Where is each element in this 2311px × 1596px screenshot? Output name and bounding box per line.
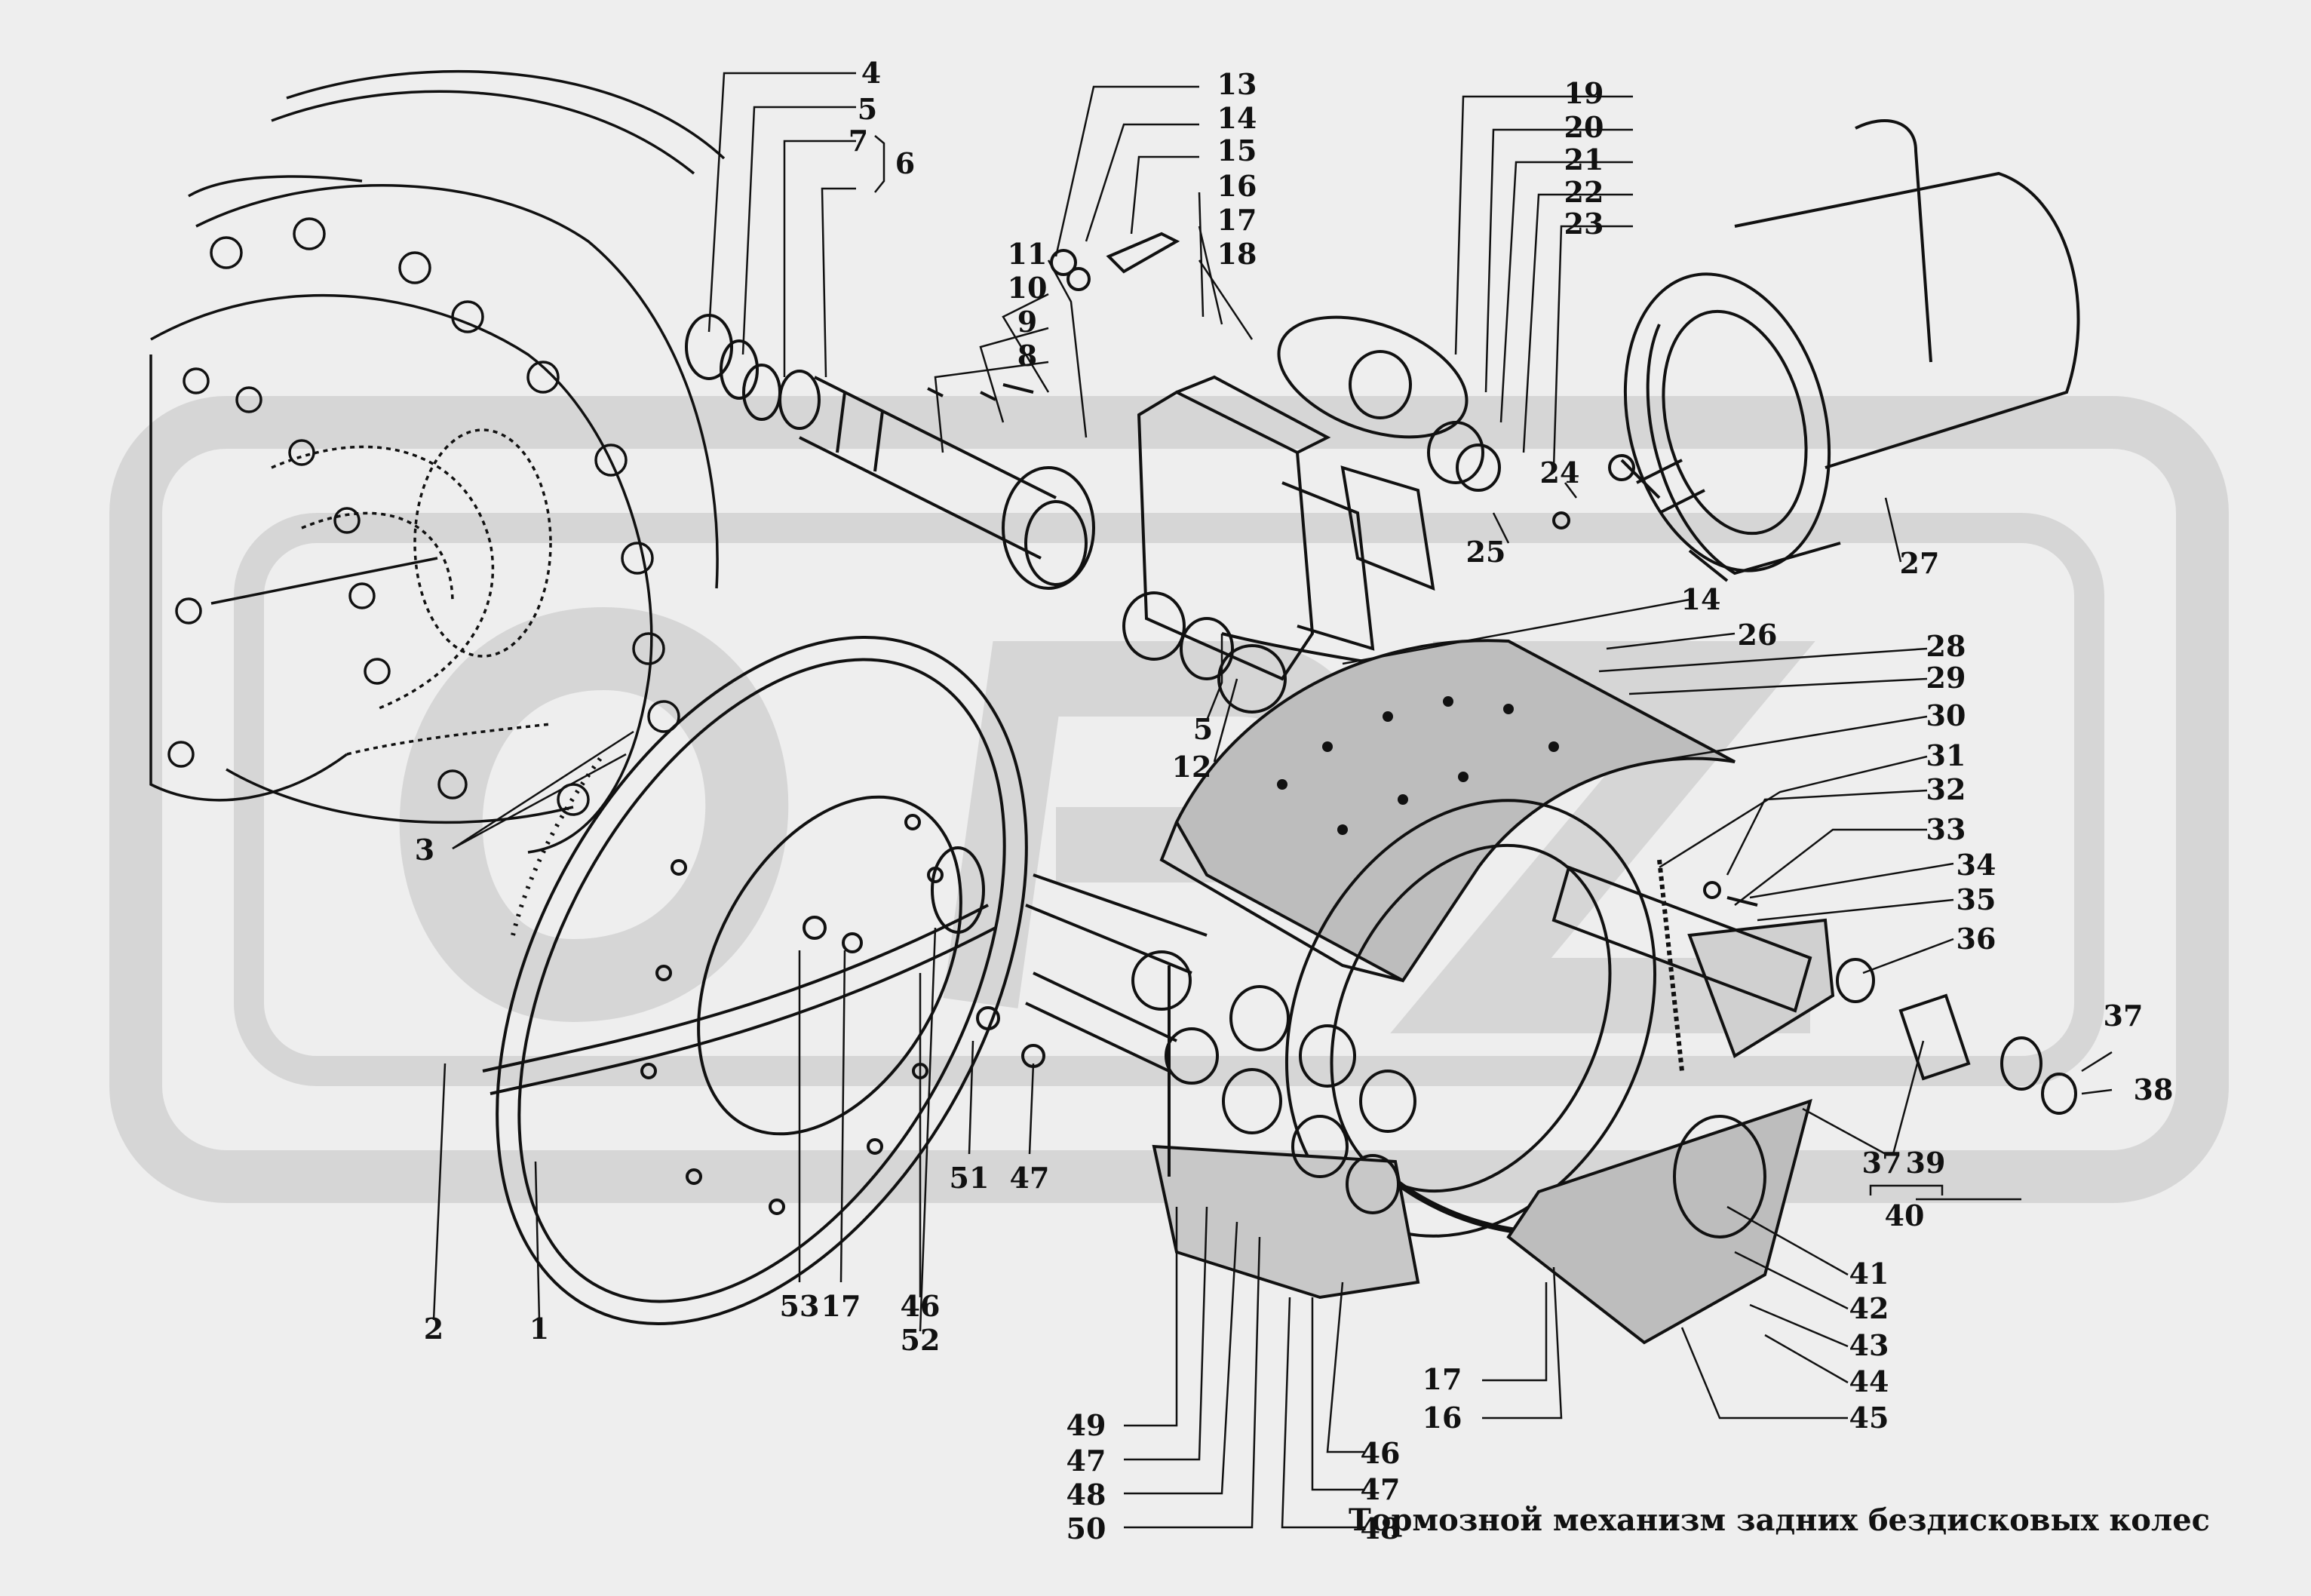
callout-c14a: 14 bbox=[1217, 101, 1257, 135]
shoe-rivets bbox=[1277, 696, 1559, 835]
lower-brake-shoe bbox=[1152, 918, 1835, 1345]
callout-c42: 42 bbox=[1849, 1291, 1889, 1325]
callout-c48a: 48 bbox=[1066, 1478, 1106, 1512]
callout-c13: 13 bbox=[1217, 67, 1257, 101]
callout-c16b: 16 bbox=[1423, 1401, 1462, 1435]
callout-c15: 15 bbox=[1217, 134, 1257, 167]
callout-c52: 52 bbox=[901, 1323, 941, 1357]
expander-cam-spring bbox=[1551, 859, 2077, 1238]
callout-c16a: 16 bbox=[1217, 169, 1257, 203]
callout-c7: 7 bbox=[849, 124, 868, 158]
callout-c47c: 47 bbox=[1361, 1472, 1401, 1506]
callout-c3: 3 bbox=[415, 833, 434, 867]
callout-c39: 39 bbox=[1906, 1146, 1946, 1180]
callout-c18: 18 bbox=[1217, 237, 1257, 271]
callout-c30: 30 bbox=[1926, 698, 1966, 732]
brake-chamber bbox=[1552, 119, 2080, 582]
bracket-slack-adjuster bbox=[1137, 315, 1501, 681]
callout-c23: 23 bbox=[1564, 207, 1604, 241]
callout-c24: 24 bbox=[1540, 456, 1580, 490]
callout-c17b: 17 bbox=[821, 1289, 861, 1323]
callout-c47b: 47 bbox=[1066, 1444, 1106, 1478]
backing-plate bbox=[482, 636, 1028, 1325]
callout-c32: 32 bbox=[1926, 772, 1966, 806]
wheel-hub bbox=[149, 69, 726, 854]
callout-c2: 2 bbox=[424, 1312, 443, 1346]
callout-c20: 20 bbox=[1564, 110, 1604, 144]
anchor-pins-and-bushings bbox=[976, 873, 1416, 1214]
callout-c11: 11 bbox=[1008, 237, 1048, 271]
callout-c5a: 5 bbox=[858, 92, 877, 126]
callout-c49: 49 bbox=[1066, 1408, 1106, 1442]
diagram-caption: Тормозной механизм задних бездисковых ко… bbox=[1349, 1502, 2210, 1538]
callout-c45: 45 bbox=[1849, 1401, 1889, 1435]
callout-c28: 28 bbox=[1926, 629, 1966, 663]
callout-c12: 12 bbox=[1172, 750, 1212, 784]
callout-c51: 51 bbox=[950, 1161, 990, 1195]
callout-c27: 27 bbox=[1900, 546, 1940, 580]
callout-c46b: 46 bbox=[1361, 1436, 1401, 1470]
callout-c6: 6 bbox=[895, 146, 915, 180]
callout-c9: 9 bbox=[1017, 305, 1037, 339]
callout-c47a: 47 bbox=[1010, 1161, 1050, 1195]
callout-c5b: 5 bbox=[1193, 712, 1213, 746]
callout-c25: 25 bbox=[1466, 535, 1506, 569]
callout-c29: 29 bbox=[1926, 661, 1966, 695]
callout-c4: 4 bbox=[861, 56, 881, 90]
camshaft bbox=[685, 232, 1287, 714]
callout-c37b: 37 bbox=[1862, 1146, 1902, 1180]
leader-lines bbox=[432, 72, 2113, 1529]
callout-c8: 8 bbox=[1017, 339, 1037, 373]
callout-c1: 1 bbox=[529, 1312, 549, 1346]
hub-nuts bbox=[167, 217, 680, 816]
callout-c21: 21 bbox=[1564, 143, 1604, 176]
callout-c19: 19 bbox=[1564, 76, 1604, 110]
callout-c36: 36 bbox=[1957, 922, 1996, 956]
callout-c44: 44 bbox=[1849, 1364, 1889, 1398]
callout-c40: 40 bbox=[1885, 1199, 1925, 1232]
callout-c46a: 46 bbox=[901, 1289, 941, 1323]
callout-c26: 26 bbox=[1738, 618, 1778, 652]
callout-c35: 35 bbox=[1957, 882, 1996, 916]
callout-c37a: 37 bbox=[2104, 999, 2144, 1033]
callout-c48b: 48 bbox=[1361, 1512, 1401, 1545]
callout-c34: 34 bbox=[1957, 848, 1996, 882]
callout-c31: 31 bbox=[1926, 738, 1966, 772]
callout-c10: 10 bbox=[1008, 271, 1048, 305]
callout-c22: 22 bbox=[1564, 175, 1604, 209]
callout-c43: 43 bbox=[1849, 1328, 1889, 1362]
group-bracket-40 bbox=[1869, 1184, 1944, 1195]
callout-c41: 41 bbox=[1849, 1257, 1889, 1291]
callout-c33: 33 bbox=[1926, 812, 1966, 846]
callout-c53: 53 bbox=[780, 1289, 820, 1323]
callout-c17c: 17 bbox=[1423, 1362, 1462, 1396]
callout-c38: 38 bbox=[2134, 1073, 2174, 1106]
callout-c50: 50 bbox=[1066, 1512, 1106, 1545]
callout-c17a: 17 bbox=[1217, 203, 1257, 237]
callout-c14b: 14 bbox=[1681, 582, 1721, 616]
